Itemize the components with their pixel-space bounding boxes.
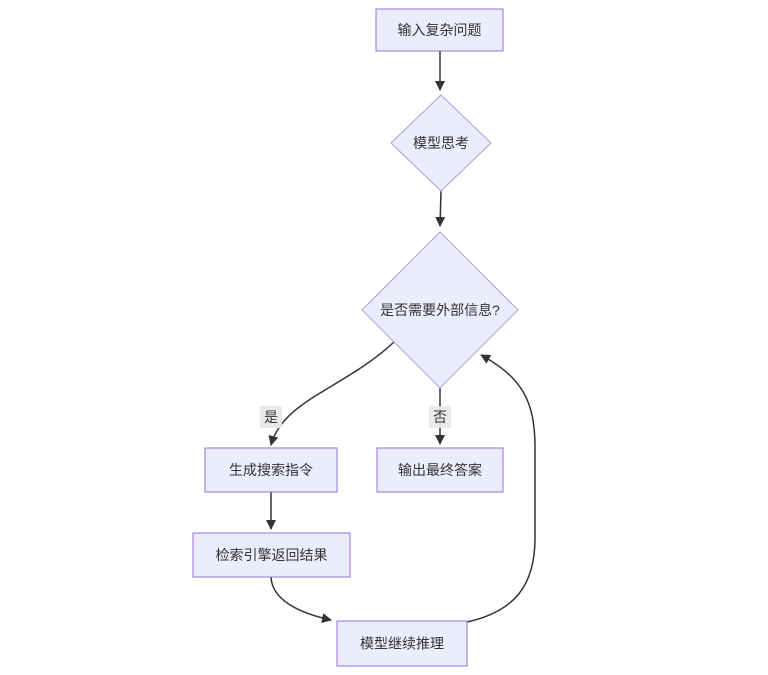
edge-path [270,576,332,623]
node-label: 生成搜索指令 [229,462,313,478]
node-need-external-info-decision: 是否需要外部信息? [361,231,519,389]
edge-decision-to-final-answer: 否 [429,388,451,445]
node-diamond [361,231,519,389]
edge-path [466,354,536,623]
edge-label-yes: 是 [260,406,282,428]
node-input-complex-question: 输入复杂问题 [375,8,504,52]
node-label: 模型继续推理 [360,636,444,652]
node-box [336,620,468,667]
node-generate-search-command: 生成搜索指令 [204,447,338,493]
node-label: 输入复杂问题 [398,22,482,38]
node-output-final-answer: 输出最终答案 [376,447,504,493]
node-label: 检索引擎返回结果 [216,547,328,563]
edge-thinking-to-decision [435,190,446,227]
node-box [376,447,504,493]
node-box [375,8,504,52]
node-box [192,532,351,578]
edge-label-no: 否 [429,406,451,428]
node-label: 模型思考 [413,135,469,151]
node-box [204,447,338,493]
edge-continue-reasoning-to-decision [466,354,536,623]
node-diamond [390,94,492,192]
edge-decision-to-generate-search: 是 [260,341,395,446]
node-search-engine-results: 检索引擎返回结果 [192,532,351,578]
edge-label-text: 否 [433,409,447,425]
edge-retrieve-to-continue-reasoning [270,576,332,623]
edge-path [268,341,395,446]
node-label: 是否需要外部信息? [380,302,500,318]
node-model-continue-reasoning: 模型继续推理 [336,620,468,667]
node-model-thinking: 模型思考 [390,94,492,192]
edge-path [435,190,446,227]
node-label: 输出最终答案 [398,462,482,478]
edge-label-text: 是 [264,409,278,425]
edge-label-bg [260,406,282,428]
edge-label-bg [429,406,451,428]
